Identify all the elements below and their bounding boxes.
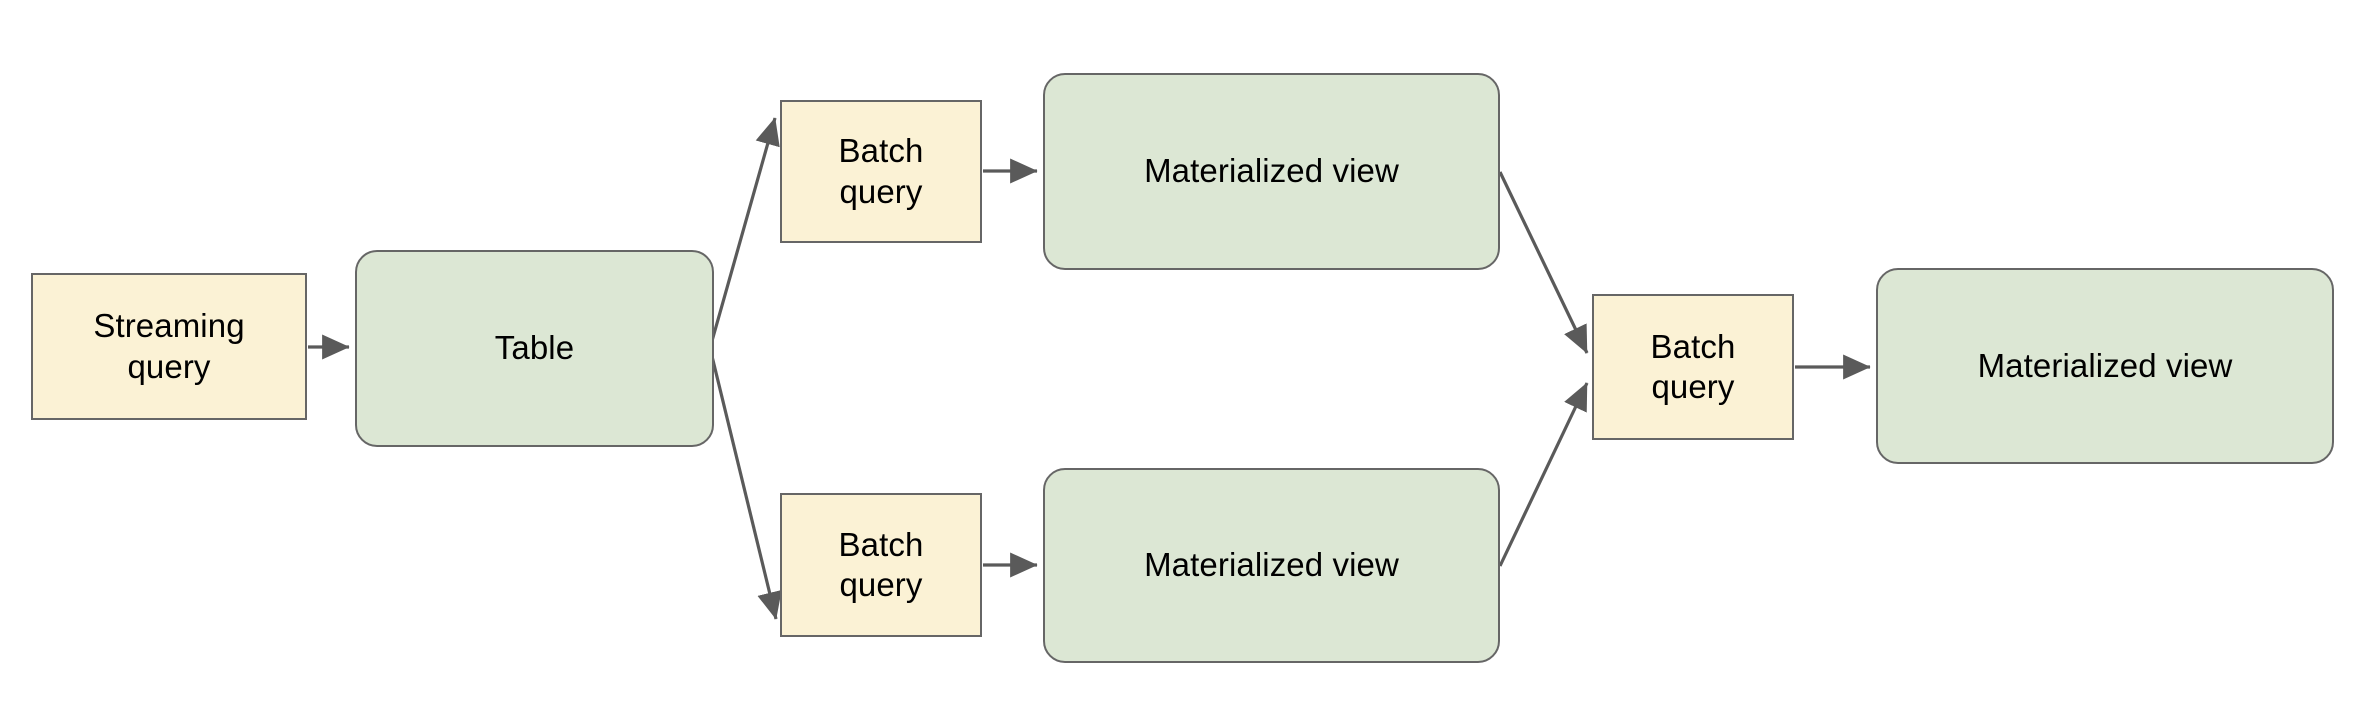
node-materialized-view-final[interactable]: Materialized view [1876,268,2334,464]
node-materialized-view-top[interactable]: Materialized view [1043,73,1500,270]
node-table[interactable]: Table [355,250,714,447]
node-batch-query-top[interactable]: Batch query [780,100,982,243]
node-label-batch-query-top: Batch query [838,132,924,210]
node-label-table: Table [494,329,575,367]
node-batch-query-bottom[interactable]: Batch query [780,493,982,637]
edge-materialized-view-top-to-batch-query-join [1498,171,1589,354]
edge-table-to-batch-query-top [708,117,780,349]
node-label-batch-query-bottom: Batch query [838,525,924,603]
node-label-materialized-view-bottom: Materialized view [1144,546,1399,584]
node-label-batch-query-join: Batch query [1650,327,1736,405]
node-label-materialized-view-final: Materialized view [1977,346,2233,384]
node-label-streaming-query: Streaming query [93,307,245,385]
node-materialized-view-bottom[interactable]: Materialized view [1043,468,1500,663]
node-batch-query-join[interactable]: Batch query [1592,294,1794,440]
node-streaming-query[interactable]: Streaming query [31,273,307,420]
edge-table-to-batch-query-bottom [708,347,782,620]
edge-materialized-view-bottom-to-batch-query-join [1498,382,1589,567]
node-label-materialized-view-top: Materialized view [1144,152,1399,190]
